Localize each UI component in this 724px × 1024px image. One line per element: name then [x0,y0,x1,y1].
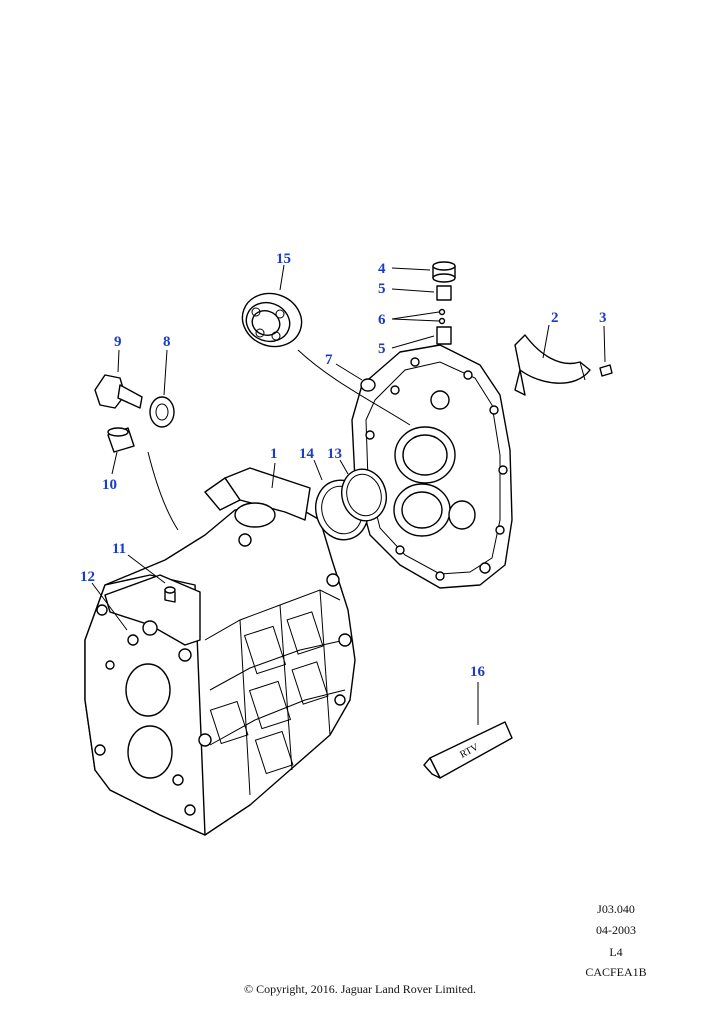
callout-3: 3 [599,310,607,326]
rtv-tube: RTV [423,721,513,779]
gearbox-casing [84,467,356,836]
callout-10: 10 [102,477,117,493]
callout-8: 8 [163,334,171,350]
callout-5-upper: 5 [378,281,386,297]
bearing [241,292,303,348]
sealing-washer [149,396,175,428]
callout-15: 15 [276,251,291,267]
drain-plug [94,374,143,409]
callout-2: 2 [551,310,559,326]
callouts: 1 2 3 4 5 5 6 7 8 9 10 11 12 13 14 15 16 [80,251,607,680]
callout-7: 7 [325,352,333,368]
rear-housing [351,344,513,589]
lead-lines [91,264,606,725]
callout-13: 13 [327,446,342,462]
reference-code: J03.040 [597,902,635,916]
detent-assembly [432,261,456,345]
callout-16: 16 [470,664,486,680]
callout-4: 4 [378,261,386,277]
reference-catalog: CACFEA1B [585,965,647,979]
callout-1: 1 [270,446,278,462]
filler-plug [107,427,135,453]
callout-5-lower: 5 [378,341,386,357]
callout-6: 6 [378,312,386,328]
screw [599,364,613,377]
callout-14: 14 [299,446,315,462]
callout-11: 11 [112,541,126,557]
callout-9: 9 [114,334,122,350]
copyright-notice: © Copyright, 2016. Jaguar Land Rover Lim… [243,982,477,996]
reference-date: 04-2003 [596,923,636,937]
bracket [514,334,591,396]
o-ring-small [341,468,387,522]
callout-12: 12 [80,569,95,585]
reference-level: L4 [609,945,623,959]
